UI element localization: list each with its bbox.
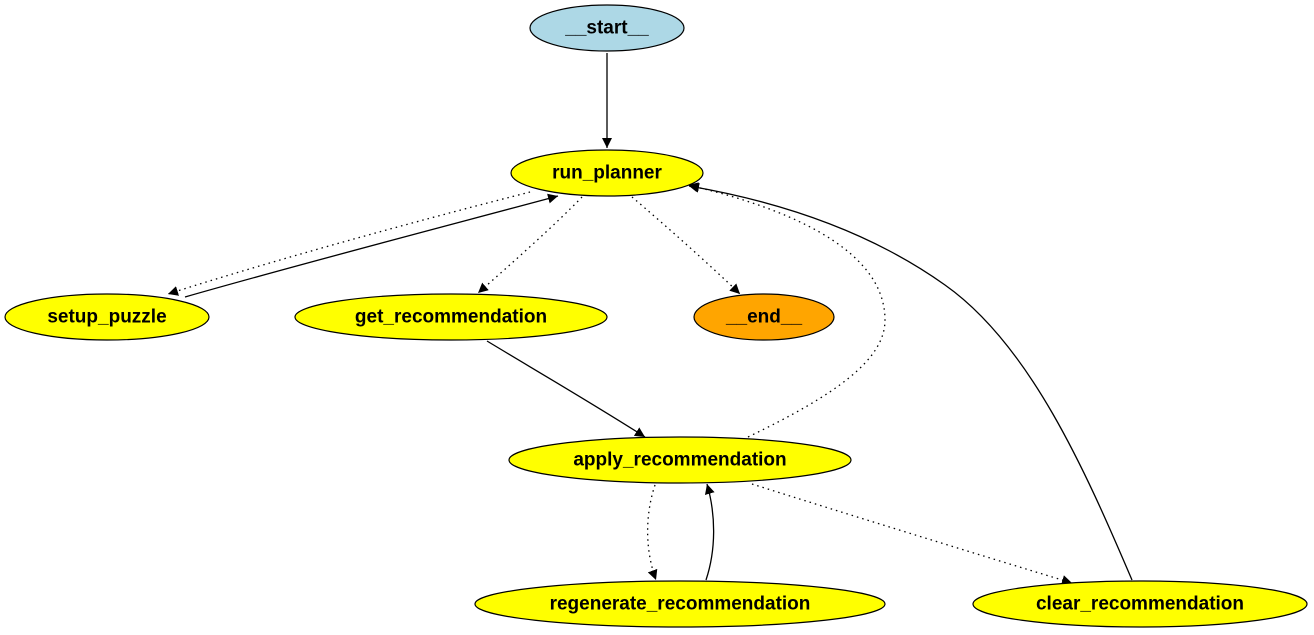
node-shape bbox=[529, 4, 685, 52]
node-apply-recommendation: apply_recommendation bbox=[508, 436, 852, 484]
edge-apply-recommendation-to-clear-recommendation bbox=[751, 483, 1073, 585]
edge-apply-recommendation-to-run-planner bbox=[687, 182, 886, 438]
node-shape bbox=[508, 436, 852, 484]
node-shape bbox=[4, 293, 210, 341]
edge-clear-recommendation-to-run-planner bbox=[688, 182, 1133, 581]
edge-regenerate-recommendation-to-apply-recommendation bbox=[704, 483, 715, 581]
node-shape bbox=[693, 293, 835, 341]
edge-run-planner-to-setup-puzzle bbox=[167, 191, 531, 296]
node-label: __start__ bbox=[564, 18, 649, 39]
node-label: regenerate_recommendation bbox=[550, 594, 811, 615]
node-clear-recommendation: clear_recommendation bbox=[972, 580, 1308, 628]
node-shape bbox=[294, 293, 608, 341]
node-label: get_recommendation bbox=[355, 307, 547, 328]
node-label: setup_puzzle bbox=[47, 307, 166, 328]
edge-apply-recommendation-to-regenerate-recommendation bbox=[646, 484, 658, 581]
edges-layer bbox=[167, 53, 1133, 585]
edge-run-planner-to-get-recommendation bbox=[477, 196, 583, 294]
node-shape bbox=[510, 149, 704, 197]
node-label: run_planner bbox=[552, 163, 662, 184]
edge-run-planner-to-end bbox=[631, 196, 741, 295]
node-label: __end__ bbox=[725, 307, 802, 328]
node-shape bbox=[474, 580, 886, 628]
edge-get-recommendation-to-apply-recommendation bbox=[486, 340, 646, 438]
node-end: __end__ bbox=[693, 293, 835, 341]
node-regenerate-recommendation: regenerate_recommendation bbox=[474, 580, 886, 628]
node-setup-puzzle: setup_puzzle bbox=[4, 293, 210, 341]
node-get-recommendation: get_recommendation bbox=[294, 293, 608, 341]
node-label: apply_recommendation bbox=[573, 450, 786, 471]
node-run-planner: run_planner bbox=[510, 149, 704, 197]
node-shape bbox=[972, 580, 1308, 628]
node-label: clear_recommendation bbox=[1036, 594, 1244, 615]
nodes-layer: __start__ run_planner setup_puzzle get_reco… bbox=[4, 4, 1308, 628]
edge-setup-puzzle-to-run-planner bbox=[184, 193, 559, 298]
node-start: __start__ bbox=[529, 4, 685, 52]
